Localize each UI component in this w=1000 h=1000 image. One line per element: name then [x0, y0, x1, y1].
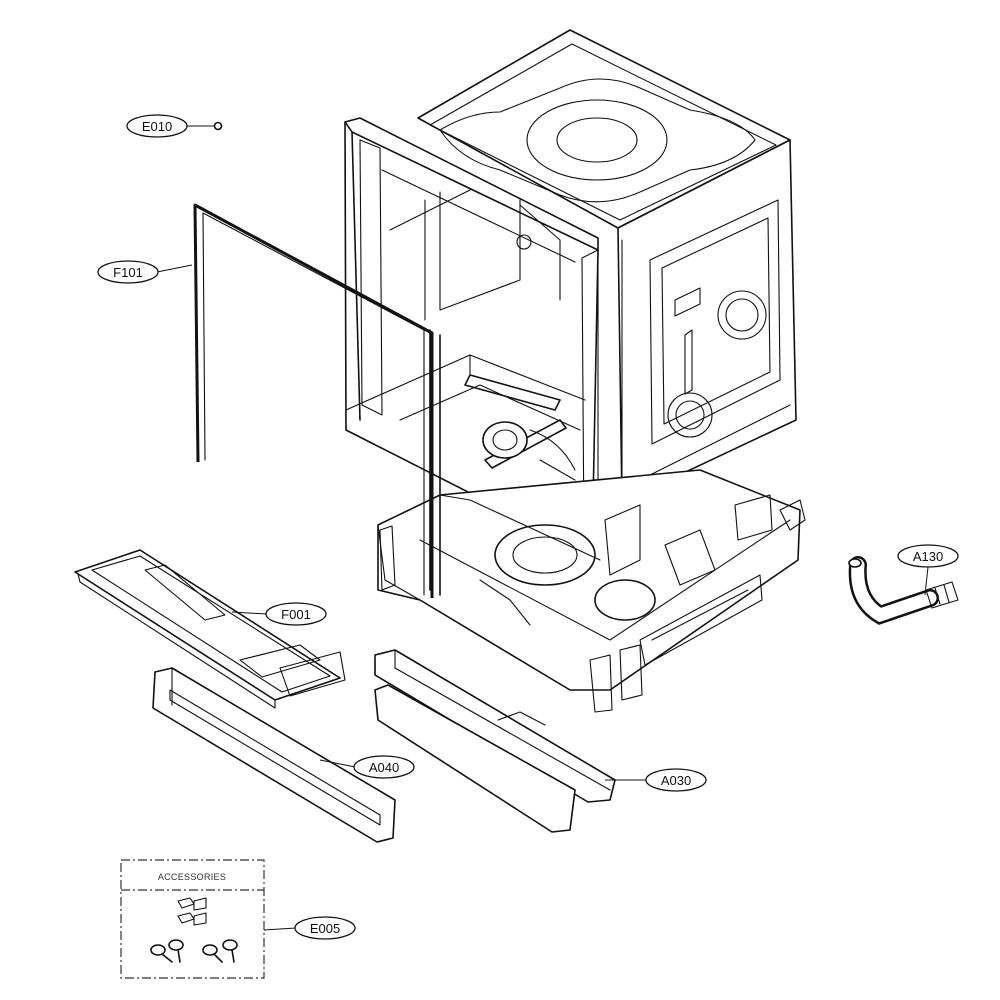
insulation-part — [374, 649, 616, 833]
callout-f001: F001 — [265, 602, 327, 626]
base-assembly — [377, 329, 806, 713]
svg-text:A040: A040 — [369, 760, 399, 775]
screw-part — [213, 121, 223, 131]
svg-text:A030: A030 — [661, 773, 691, 788]
callout-e010: E010 — [126, 114, 188, 138]
accessories-title: ACCESSORIES — [158, 872, 226, 882]
svg-text:E005: E005 — [310, 921, 340, 936]
callout-f101: F101 — [97, 260, 159, 284]
callout-a030: A030 — [645, 768, 707, 792]
screw-icon — [150, 939, 238, 963]
kick-plate-part — [152, 667, 396, 843]
callout-a040: A040 — [353, 755, 415, 779]
leader-lines — [156, 125, 929, 931]
callout-e005: E005 — [294, 916, 356, 940]
svg-text:F001: F001 — [281, 607, 311, 622]
svg-text:E010: E010 — [142, 119, 172, 134]
svg-text:F101: F101 — [113, 265, 143, 280]
bracket-icon — [177, 897, 207, 926]
door-gasket-part — [193, 203, 434, 598]
svg-text:A130: A130 — [913, 549, 943, 564]
base-tray-part — [74, 549, 346, 709]
tub-assembly — [344, 29, 797, 556]
drain-hose-part — [848, 556, 959, 625]
accessories-box: ACCESSORIES — [120, 859, 265, 979]
callout-a130: A130 — [897, 544, 959, 568]
